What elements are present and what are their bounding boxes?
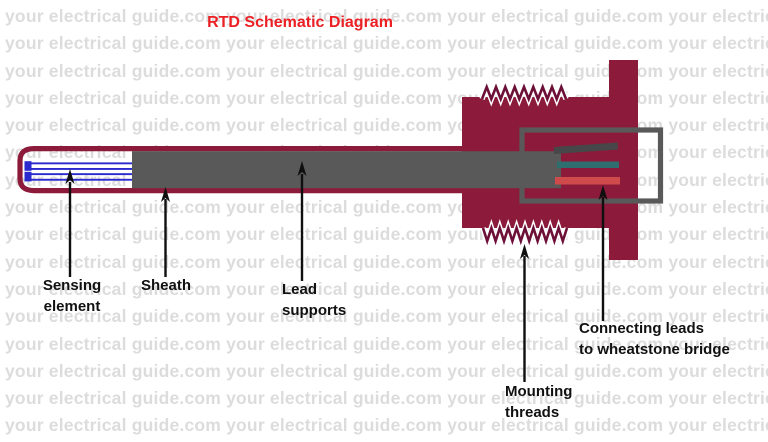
connecting-lead-wires xyxy=(553,142,620,185)
label-connecting-leads-line2: to wheatstone bridge xyxy=(579,341,730,358)
label-mounting-threads-line2: threads xyxy=(505,404,560,421)
wire-teal xyxy=(557,161,619,168)
rear-flange xyxy=(609,60,638,260)
label-lead-supports-line1: Lead xyxy=(282,281,318,298)
sheath-tube xyxy=(17,146,472,194)
watermark-row: your electrical guide.com your electrica… xyxy=(5,278,768,299)
connecting-leads-arrow xyxy=(598,185,608,321)
label-sensing-element-line1: Sensing xyxy=(42,277,102,294)
watermark-row: your electrical guide.com your electrica… xyxy=(5,60,768,81)
label-sheath-line1: Sheath xyxy=(141,277,192,294)
label-mounting-threads: Mounting threads xyxy=(505,381,572,423)
thread-zigzag-top xyxy=(480,83,568,103)
watermark-row: your electrical guide.com your electrica… xyxy=(5,224,768,245)
label-sheath: Sheath xyxy=(141,275,191,296)
thread-zigzag-bottom xyxy=(481,223,569,246)
label-connecting-leads-line1: Connecting leads xyxy=(579,320,705,337)
label-sensing-element: Sensing element xyxy=(34,275,110,317)
mounting-threads-arrow xyxy=(520,244,529,382)
watermark-row: your electrical guide.com your electrica… xyxy=(5,415,768,436)
diagram-title: RTD Schematic Diagram xyxy=(207,14,393,31)
sheath-arrow xyxy=(161,187,170,277)
sensing-element-arrow xyxy=(65,169,75,277)
watermark-row: your electrical guide.com your electrica… xyxy=(5,251,768,272)
watermark-row: your electrical guide.com your electrica… xyxy=(5,6,768,26)
lead-supports-arrow xyxy=(297,161,307,281)
wire-dark xyxy=(553,142,619,154)
label-lead-supports: Lead supports xyxy=(282,279,346,321)
label-connecting-leads: Connecting leads to wheatstone bridge xyxy=(579,318,764,360)
watermark-row: your electrical guide.com your electrica… xyxy=(5,333,768,354)
watermark-row: your electrical guide.com your electrica… xyxy=(5,388,768,409)
watermark-row: your electrical guide.com your electrica… xyxy=(5,360,768,381)
sensing-element-winding xyxy=(24,161,133,182)
watermark-row: your electrical guide.com your electrica… xyxy=(5,33,768,54)
watermark-row: your electrical guide.com your electrica… xyxy=(5,306,768,327)
lead-support-bar xyxy=(132,151,561,189)
label-sensing-element-line2: element xyxy=(43,298,101,315)
label-lead-supports-line2: supports xyxy=(282,302,347,319)
wire-red xyxy=(555,177,620,185)
label-mounting-threads-line1: Mounting xyxy=(505,383,573,400)
